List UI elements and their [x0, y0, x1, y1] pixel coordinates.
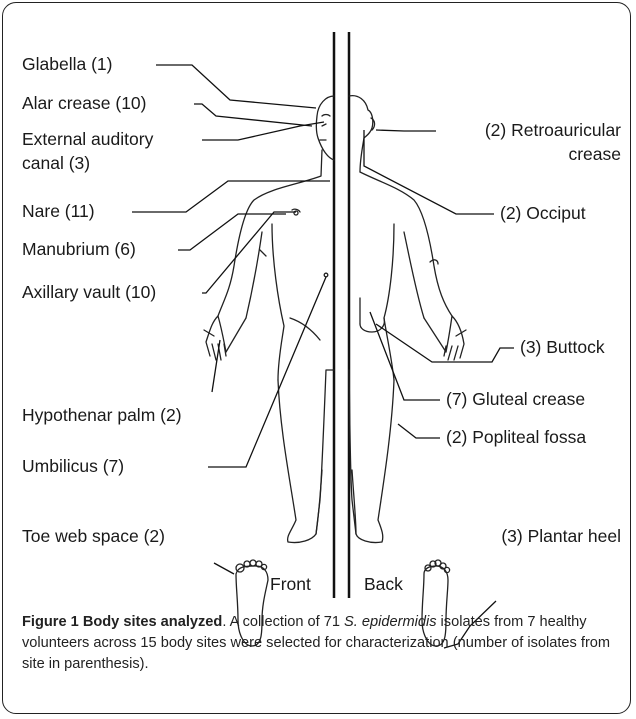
front-body-figure: [204, 96, 334, 543]
label-nare: Nare (11): [22, 201, 95, 222]
view-label-back: Back: [364, 574, 403, 595]
caption-title: Figure 1 Body sites analyzed: [22, 614, 222, 630]
label-alar-crease: Alar crease (10): [22, 93, 147, 114]
leader-toe-web: [214, 563, 234, 574]
label-hypothenar-palm: Hypothenar palm (2): [22, 405, 182, 426]
leader-retroauricular: [376, 130, 436, 131]
caption-text-before-species: . A collection of 71: [222, 614, 344, 630]
label-external-auditory-line2: canal (3): [22, 153, 90, 174]
leader-popliteal-fossa: [398, 424, 440, 438]
leader-alar-crease: [194, 104, 312, 126]
view-label-front: Front: [270, 574, 311, 595]
leader-nare: [132, 181, 330, 212]
back-body-figure: [349, 96, 466, 543]
label-axillary-vault: Axillary vault (10): [22, 282, 156, 303]
label-external-auditory-line1: External auditory: [22, 129, 153, 150]
leader-buttock: [376, 324, 514, 362]
caption-species: S. epidermidis: [344, 614, 436, 630]
label-manubrium: Manubrium (6): [22, 239, 136, 260]
label-occiput: (2) Occiput: [500, 203, 586, 224]
leader-occiput: [364, 130, 494, 214]
label-retroauricular-line1: (2) Retroauricular: [485, 120, 621, 141]
label-buttock: (3) Buttock: [520, 337, 605, 358]
leader-axillary-vault: [202, 212, 296, 293]
leader-external-auditory: [202, 122, 324, 140]
figure-caption: Figure 1 Body sites analyzed. A collecti…: [22, 612, 616, 675]
label-gluteal-crease: (7) Gluteal crease: [446, 389, 585, 410]
leader-manubrium: [178, 214, 286, 250]
label-glabella: Glabella (1): [22, 54, 112, 75]
label-retroauricular-line2: crease: [568, 144, 621, 165]
leader-umbilicus: [208, 277, 326, 467]
leader-lines: [132, 65, 514, 648]
label-umbilicus: Umbilicus (7): [22, 456, 124, 477]
leader-glabella: [156, 65, 316, 108]
label-popliteal-fossa: (2) Popliteal fossa: [446, 427, 586, 448]
leader-gluteal-crease: [370, 312, 440, 400]
label-plantar-heel: (3) Plantar heel: [501, 526, 621, 547]
label-toe-web-space: Toe web space (2): [22, 526, 165, 547]
